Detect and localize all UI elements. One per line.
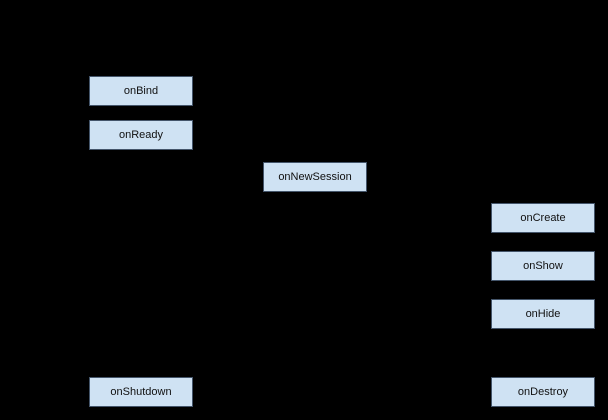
node-label: onShow: [523, 259, 563, 272]
node-label: onCreate: [520, 211, 566, 224]
node-label: onNewSession: [278, 170, 352, 183]
node-label: onShutdown: [110, 385, 172, 398]
node-label: onBind: [123, 84, 159, 97]
lifecycle-node-onDestroy: onDestroy: [491, 377, 595, 407]
lifecycle-node-onReady: onReady: [89, 120, 193, 150]
node-label: onReady: [118, 128, 164, 141]
lifecycle-node-onNewSession: onNewSession: [263, 162, 367, 192]
lifecycle-node-onBind: onBind: [89, 76, 193, 106]
lifecycle-node-onShutdown: onShutdown: [89, 377, 193, 407]
node-label: onDestroy: [517, 385, 569, 398]
lifecycle-node-onShow: onShow: [491, 251, 595, 281]
lifecycle-node-onCreate: onCreate: [491, 203, 595, 233]
node-label: onHide: [525, 307, 561, 320]
lifecycle-node-onHide: onHide: [491, 299, 595, 329]
